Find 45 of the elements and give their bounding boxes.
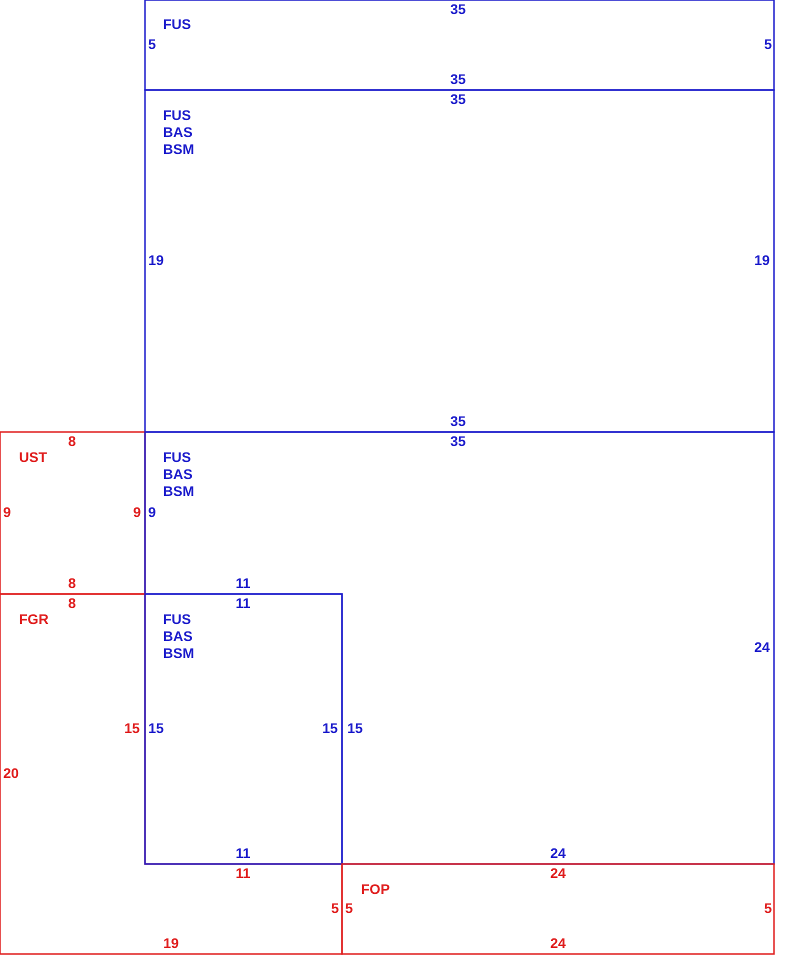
dimension-label: 19: [754, 253, 770, 267]
dimension-label: 5: [345, 901, 353, 915]
dimension-label: 24: [550, 936, 566, 950]
dimension-label: 5: [764, 901, 772, 915]
room-code: FUS: [163, 611, 191, 628]
room-code: UST: [19, 449, 47, 466]
dimension-label: 24: [550, 846, 566, 860]
dimension-label: 9: [133, 505, 141, 519]
dimension-label: 9: [3, 505, 11, 519]
dimension-label: 5: [331, 901, 339, 915]
room-code: BAS: [163, 628, 193, 645]
dimension-label: 35: [450, 414, 466, 428]
dimension-label: 24: [754, 640, 770, 654]
dimension-label: 15: [347, 721, 363, 735]
room-code: FUS: [163, 107, 191, 124]
room-code: BSM: [163, 645, 194, 662]
dimension-label: 35: [450, 92, 466, 106]
dimension-label: 19: [163, 936, 179, 950]
dimension-label: 15: [148, 721, 164, 735]
dimension-label: 8: [68, 576, 76, 590]
dimension-label: 35: [450, 72, 466, 86]
dimension-label: 11: [236, 866, 250, 880]
dimension-label: 5: [764, 37, 772, 51]
dimension-label: 5: [148, 37, 156, 51]
room-code: FGR: [19, 611, 49, 628]
room-code: FUS: [163, 16, 191, 33]
room-code: BSM: [163, 483, 194, 500]
dimension-label: 20: [3, 766, 19, 780]
room-code: BSM: [163, 141, 194, 158]
room-code: BAS: [163, 124, 193, 141]
dimension-label: 11: [236, 596, 250, 610]
dimension-label: 8: [68, 596, 76, 610]
dimension-label: 11: [236, 846, 250, 860]
dimension-label: 19: [148, 253, 164, 267]
dimension-label: 15: [124, 721, 140, 735]
dimension-label: 35: [450, 434, 466, 448]
dimension-label: 9: [148, 505, 156, 519]
room-code: FUS: [163, 449, 191, 466]
room-code: BAS: [163, 466, 193, 483]
room-code: FOP: [361, 881, 390, 898]
dimension-label: 8: [68, 434, 76, 448]
dimension-label: 11: [236, 576, 250, 590]
dimension-label: 24: [550, 866, 566, 880]
dimension-label: 35: [450, 2, 466, 16]
dimension-label: 15: [322, 721, 338, 735]
